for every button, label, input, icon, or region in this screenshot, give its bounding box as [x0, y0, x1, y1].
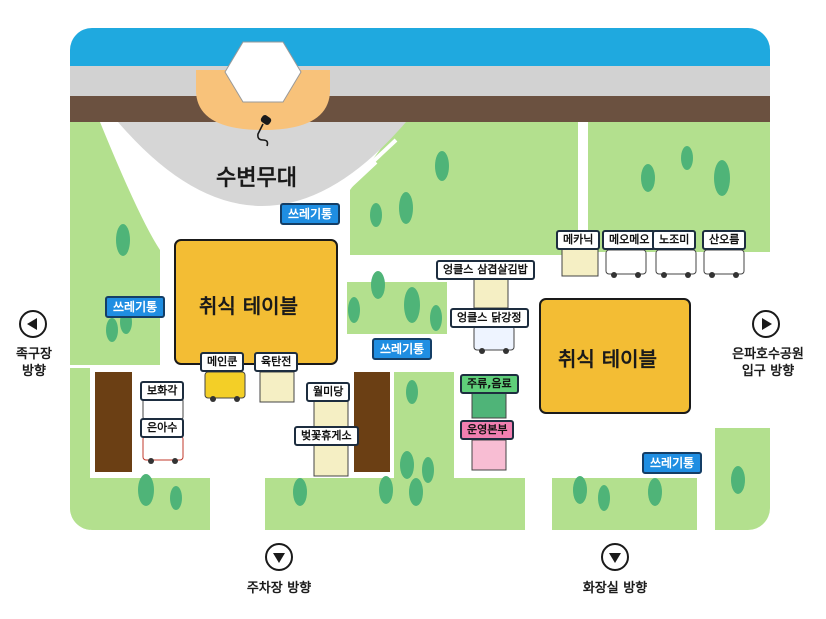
- road: [70, 66, 770, 96]
- booth-yuktanjeon: 육탄전: [254, 352, 299, 372]
- booth-samgyeop: 엉클스 삼겹살김밥: [436, 260, 535, 280]
- booth-bohwagak: 보화각: [140, 381, 185, 401]
- booth-nojomi: 노조미: [652, 230, 697, 250]
- dining-table-right-label: 취식 테이블: [558, 347, 657, 371]
- dirt-path: [70, 96, 770, 122]
- direction-bottom-left-label: 주차장 방향: [246, 581, 312, 596]
- grass-center-mid: [347, 282, 447, 334]
- stage-label: 수변무대: [216, 166, 297, 191]
- booth-mainkun: 메인쿤: [200, 352, 245, 372]
- booth-euna: 은아수: [140, 418, 185, 438]
- food-trucks: [142, 249, 745, 464]
- grass-bottom-center: [265, 478, 525, 530]
- booth-saneoreum: 산오름: [702, 230, 747, 250]
- booth-mechanic: 메카닉: [556, 230, 601, 250]
- stage-platform: [224, 41, 302, 103]
- trash-can-left: 쓰레기통: [105, 296, 166, 318]
- direction-left-label: 족구장 방향: [16, 347, 52, 379]
- microphone-icon: [257, 115, 272, 147]
- direction-right-label: 은파호수공원 입구 방향: [732, 347, 804, 379]
- dining-table-right: [539, 298, 691, 414]
- stage-seating-rows: [126, 138, 398, 192]
- booth-drinks: 주류,음료: [460, 374, 519, 394]
- booth-wolmidang: 월미당: [306, 382, 351, 402]
- lake-water: [70, 28, 770, 66]
- trash-can-top: 쓰레기통: [280, 203, 341, 225]
- trees: [106, 146, 745, 511]
- booth-bokkot: 벚꽃휴게소: [294, 426, 359, 446]
- booth-chicken: 엉클스 닭강정: [450, 308, 529, 328]
- direction-arrows: [19, 310, 780, 571]
- planter-left: [95, 372, 132, 472]
- booth-meomeo: 메오메오: [602, 230, 657, 250]
- dining-table-left-label: 취식 테이블: [199, 294, 298, 318]
- stage-seating: [118, 122, 406, 206]
- direction-bottom-right-label: 화장실 방향: [582, 581, 648, 596]
- trash-can-center: 쓰레기통: [372, 338, 433, 360]
- booth-hq: 운영본부: [460, 420, 515, 440]
- booth-stands: [259, 247, 599, 477]
- trash-can-right: 쓰레기통: [642, 452, 703, 474]
- planter-center: [354, 372, 390, 472]
